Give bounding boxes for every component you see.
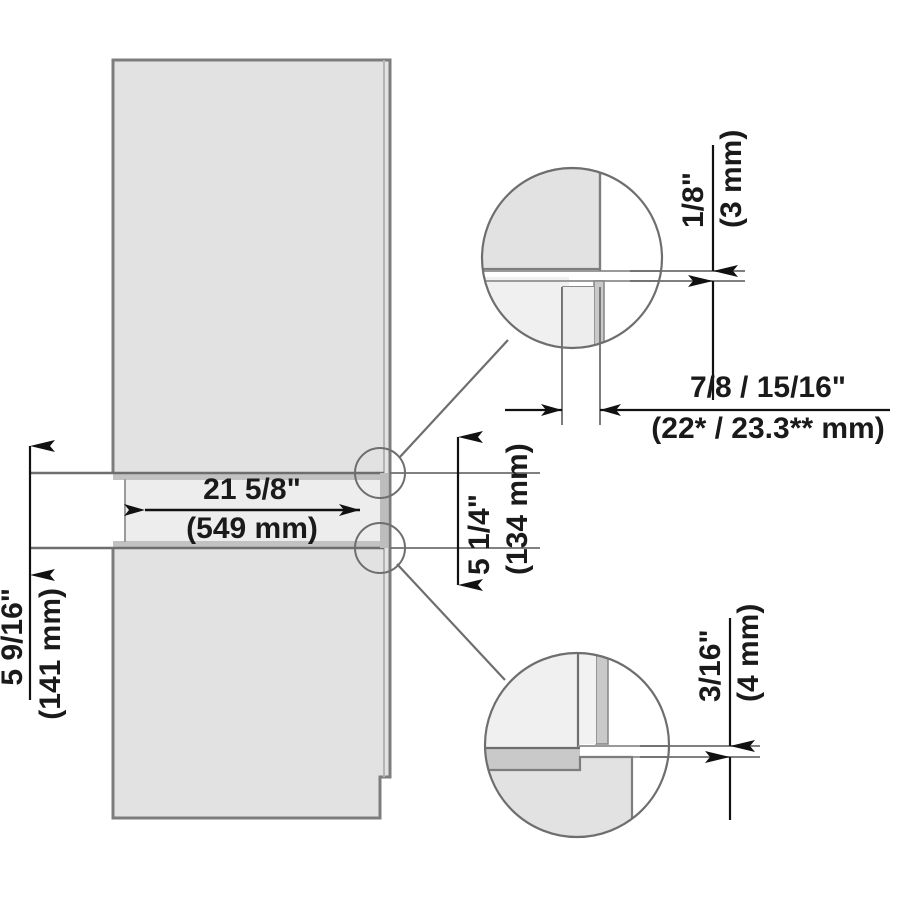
dim-gap-bottom: 3/16" (4 mm) — [640, 604, 765, 820]
top-detail-upper-panel — [482, 168, 602, 271]
bottom-detail-circle-frame — [483, 651, 671, 839]
dim-height-inner: 5 1/4" (134 mm) — [390, 431, 540, 591]
dim-height-overall: 5 9/16" (141 mm) — [0, 440, 67, 720]
dim-gap-top-metric: (3 mm) — [715, 130, 748, 228]
dim-width-slot: 21 5/8" (549 mm) — [124, 473, 360, 545]
top-detail-lower-recess-fill — [562, 287, 594, 348]
top-detail-view — [480, 166, 664, 350]
bottom-detail-view — [483, 651, 671, 839]
dim-gap-top: 1/8" (3 mm) — [630, 130, 748, 400]
dim-height-overall-metric: (141 mm) — [34, 588, 67, 720]
dim-gap-bottom-metric: (4 mm) — [732, 604, 765, 702]
dim-height-inner-imperial: 5 1/4" — [463, 494, 496, 575]
bottom-detail-lower-block — [485, 755, 634, 837]
bottom-detail-vertical-strip — [595, 653, 609, 745]
dim-width-slot-imperial: 21 5/8" — [203, 473, 301, 506]
dim-height-overall-imperial: 5 9/16" — [0, 588, 29, 686]
slot-bottom-band — [113, 541, 384, 548]
dim-thickness: 7/8 / 15/16" (22* / 23.3** mm) — [505, 287, 890, 445]
dim-gap-top-imperial: 1/8" — [677, 172, 710, 228]
dim-gap-bottom-imperial: 3/16" — [694, 629, 727, 702]
top-leader-line — [398, 339, 509, 459]
bottom-leader-line — [396, 563, 506, 681]
top-detail-circle-frame — [480, 166, 664, 350]
bottom-detail-strip-inner — [578, 653, 596, 744]
dim-thickness-metric: (22* / 23.3** mm) — [651, 412, 884, 445]
bottom-detail-grey-band — [485, 748, 580, 770]
cabinet-body-outline — [111, 58, 392, 820]
slot-top-band — [113, 473, 384, 480]
top-detail-lower-left-panel — [482, 277, 569, 348]
dim-thickness-imperial: 7/8 / 15/16" — [690, 371, 846, 404]
top-detail-vertical-strip — [593, 280, 605, 348]
slot-right-strip — [380, 473, 388, 548]
dim-width-slot-metric: (549 mm) — [186, 512, 318, 545]
dim-height-inner-metric: (134 mm) — [501, 443, 534, 575]
main-body-group — [111, 58, 392, 820]
